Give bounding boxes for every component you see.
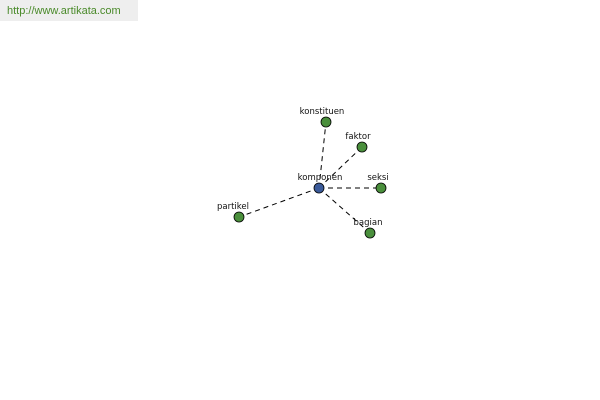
node-partikel[interactable]: partikel: [217, 202, 249, 223]
node-label-faktor[interactable]: faktor: [345, 132, 371, 142]
node-label-seksi[interactable]: seksi: [367, 173, 388, 183]
site-banner: http://www.artikata.com: [0, 0, 138, 21]
edge-komponen-partikel: [238, 187, 320, 218]
node-komponen[interactable]: komponen: [298, 173, 343, 194]
node-seksi[interactable]: seksi: [367, 173, 389, 194]
graph-edges: [238, 121, 381, 234]
node-marker-komponen[interactable]: [313, 182, 325, 194]
edge-komponen-bagian: [318, 187, 371, 234]
edge-komponen-konstituen: [318, 121, 327, 189]
node-marker-faktor[interactable]: [356, 141, 368, 153]
node-label-komponen[interactable]: komponen: [298, 173, 343, 183]
node-marker-partikel[interactable]: [233, 211, 245, 223]
node-label-partikel[interactable]: partikel: [217, 202, 249, 212]
node-konstituen[interactable]: konstituen: [300, 107, 345, 128]
edge-komponen-faktor: [318, 146, 363, 189]
node-marker-konstituen[interactable]: [320, 116, 332, 128]
site-url-link[interactable]: http://www.artikata.com: [7, 5, 121, 17]
node-marker-seksi[interactable]: [375, 182, 387, 194]
graph-nodes: konstituen faktor seksi bagian partikel kompo…: [217, 107, 389, 239]
node-label-bagian[interactable]: bagian: [354, 218, 383, 228]
node-bagian[interactable]: bagian: [354, 218, 383, 239]
node-marker-bagian[interactable]: [364, 227, 376, 239]
node-faktor[interactable]: faktor: [345, 132, 371, 153]
node-label-konstituen[interactable]: konstituen: [300, 107, 345, 117]
